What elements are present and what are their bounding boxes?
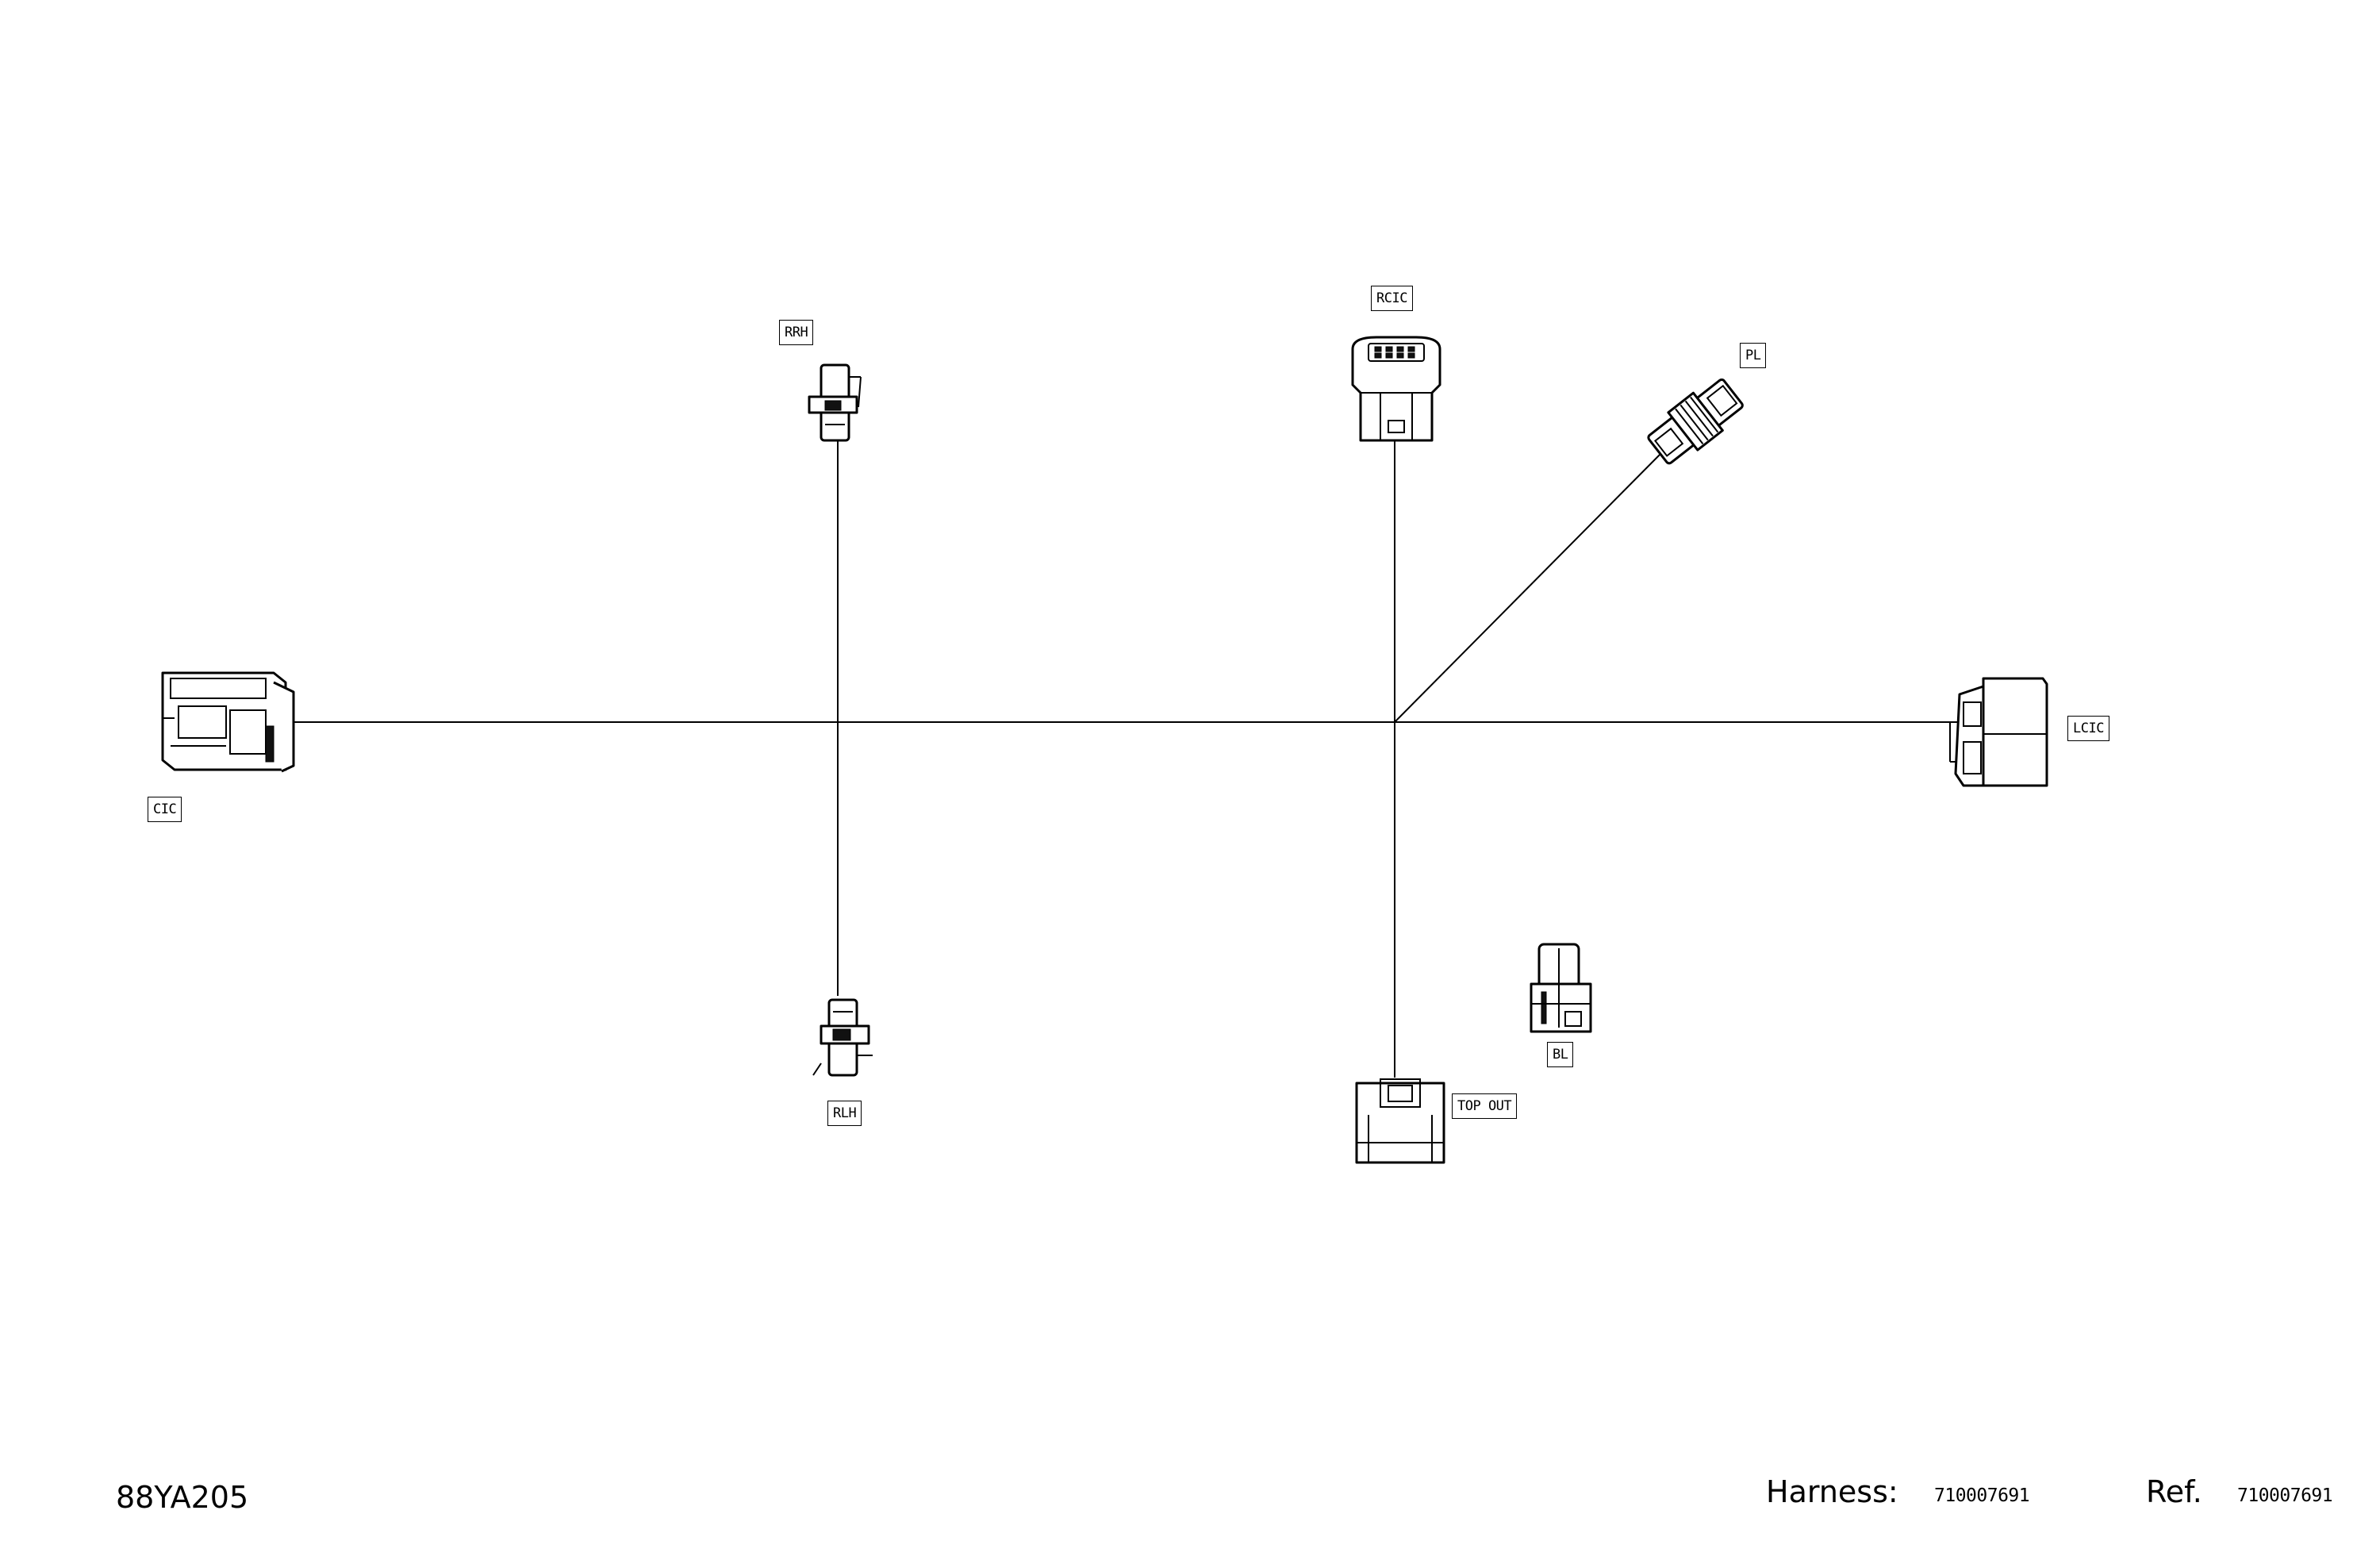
rrh-connector xyxy=(808,363,862,442)
harness-number: 710007691 xyxy=(1934,1485,2030,1506)
connector-label-lcic: LCIC xyxy=(2067,716,2109,741)
connector-label-rcic: RCIC xyxy=(1371,286,1413,311)
pl-connector xyxy=(1647,378,1744,465)
lcic-connector xyxy=(1949,677,2048,787)
drawing-id: 88YA205 xyxy=(116,1480,249,1515)
top-out-connector xyxy=(1355,1078,1445,1164)
harness-wires xyxy=(286,440,1960,1078)
rcic-connector xyxy=(1351,336,1441,442)
pl-branch-wire xyxy=(1394,448,1667,723)
connector-label-rlh: RLH xyxy=(827,1101,862,1126)
ref-label: Ref. xyxy=(2146,1474,2202,1509)
connector-label-cic: CIC xyxy=(148,797,182,822)
rlh-connector xyxy=(812,998,873,1077)
bl-connector xyxy=(1530,943,1592,1033)
harness-label: Harness: xyxy=(1766,1474,1898,1509)
connector-label-rrh: RRH xyxy=(779,320,814,345)
ref-number: 710007691 xyxy=(2237,1485,2333,1506)
connector-label-bl: BL xyxy=(1547,1042,1574,1067)
connector-label-top-out: TOP OUT xyxy=(1452,1093,1518,1119)
cic-connector xyxy=(161,671,295,773)
connector-label-pl: PL xyxy=(1740,343,1767,368)
